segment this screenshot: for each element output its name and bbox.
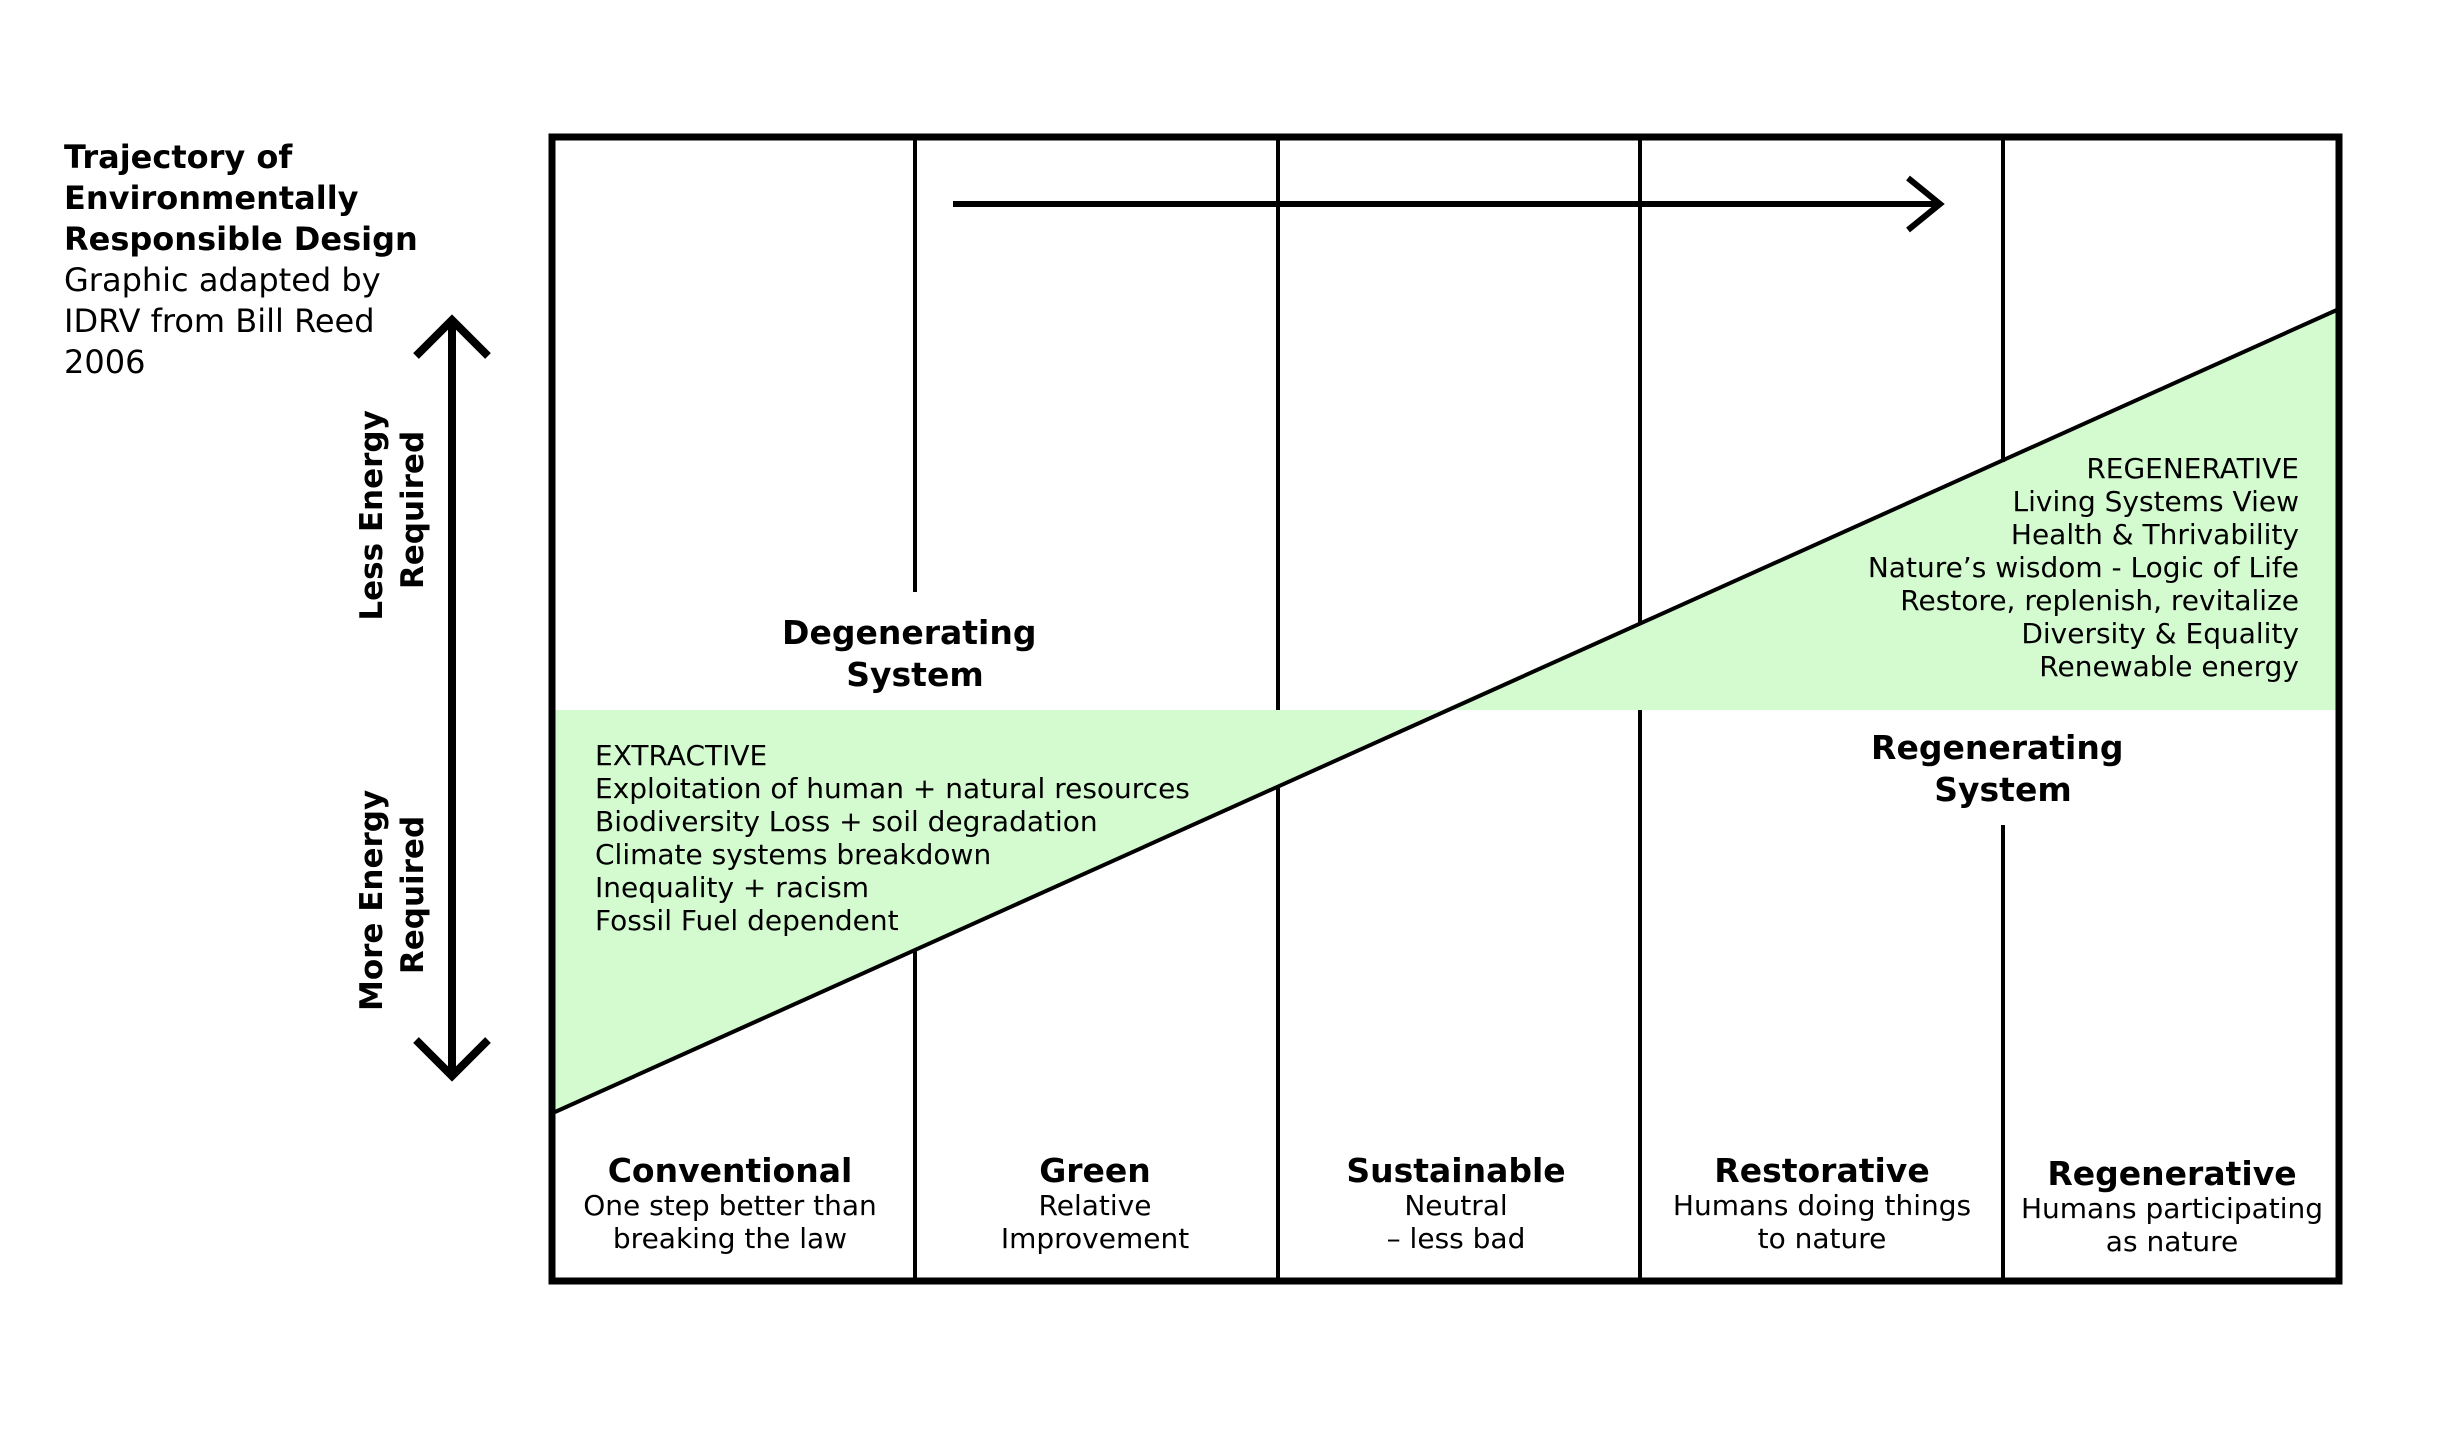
column-restorative-desc: to nature	[1758, 1222, 1887, 1255]
regenerative-item: Restore, replenish, revitalize	[1900, 584, 2299, 617]
column-labels: Conventional One step better than breaki…	[583, 1151, 2323, 1258]
column-regenerative-title: Regenerative	[2047, 1154, 2296, 1193]
energy-axis-bottom-head	[413, 1037, 491, 1082]
regenerative-heading: REGENERATIVE	[2086, 452, 2299, 485]
caption: Trajectory of Environmentally Responsibl…	[64, 138, 418, 381]
energy-axis-arrow	[413, 314, 491, 1082]
more-energy-line-1: More Energy	[354, 790, 390, 1011]
column-conventional-desc: One step better than	[583, 1189, 877, 1222]
regenerating-system-label: Regenerating System	[1871, 728, 2135, 809]
caption-subtitle-line-2: IDRV from Bill Reed	[64, 302, 375, 340]
column-green-title: Green	[1039, 1151, 1151, 1190]
column-sustainable-desc: Neutral	[1404, 1189, 1507, 1222]
column-restorative-desc: Humans doing things	[1673, 1189, 1971, 1222]
regenerative-zone-text: REGENERATIVE Living Systems View Health …	[1868, 452, 2299, 683]
degenerating-line-2: System	[846, 655, 983, 694]
column-sustainable-title: Sustainable	[1346, 1151, 1565, 1190]
column-dividers	[913, 137, 2005, 1278]
column-regenerative-desc: Humans participating	[2021, 1192, 2323, 1225]
energy-axis-top-head	[413, 314, 491, 359]
column-green-desc: Relative	[1039, 1189, 1152, 1222]
regenerative-item: Nature’s wisdom - Logic of Life	[1868, 551, 2299, 584]
column-conventional-title: Conventional	[608, 1151, 853, 1190]
column-sustainable-desc: – less bad	[1387, 1222, 1526, 1255]
progress-arrow	[953, 175, 1945, 233]
regenerating-line-2: System	[1934, 770, 2071, 809]
regenerative-item: Health & Thrivability	[2011, 518, 2299, 551]
progress-arrow-head	[1906, 175, 1945, 233]
extractive-item: Fossil Fuel dependent	[595, 904, 899, 937]
diagram-frame	[548, 133, 2343, 1285]
caption-title-line-1: Trajectory of	[64, 138, 293, 176]
more-energy-label: More Energy Required	[354, 779, 431, 1011]
caption-subtitle-line-1: Graphic adapted by	[64, 261, 381, 299]
extractive-heading: EXTRACTIVE	[595, 739, 767, 772]
column-restorative-title: Restorative	[1714, 1151, 1929, 1190]
column-green-desc: Improvement	[1001, 1222, 1189, 1255]
regenerative-item: Living Systems View	[2013, 485, 2300, 518]
caption-title-line-2: Environmentally	[64, 179, 359, 217]
caption-subtitle-line-3: 2006	[64, 343, 145, 381]
column-conventional-desc: breaking the law	[613, 1222, 847, 1255]
caption-title-line-3: Responsible Design	[64, 220, 418, 258]
degenerating-system-label: Degenerating System	[782, 613, 1048, 694]
extractive-item: Climate systems breakdown	[595, 838, 991, 871]
less-energy-line-2: Required	[395, 431, 431, 589]
extractive-item: Exploitation of human + natural resource…	[595, 772, 1190, 805]
trajectory-line	[554, 307, 2340, 1114]
extractive-item: Biodiversity Loss + soil degradation	[595, 805, 1098, 838]
less-energy-label: Less Energy Required	[354, 399, 431, 620]
regenerative-item: Diversity & Equality	[2021, 617, 2299, 650]
regenerating-line-1: Regenerating	[1871, 728, 2123, 767]
column-regenerative-desc: as nature	[2106, 1225, 2238, 1258]
regenerative-item: Renewable energy	[2039, 650, 2299, 683]
less-energy-line-1: Less Energy	[354, 410, 390, 620]
more-energy-line-2: Required	[395, 816, 431, 974]
extractive-item: Inequality + racism	[595, 871, 869, 904]
degenerating-line-1: Degenerating	[782, 613, 1036, 652]
extractive-zone-text: EXTRACTIVE Exploitation of human + natur…	[595, 739, 1190, 937]
